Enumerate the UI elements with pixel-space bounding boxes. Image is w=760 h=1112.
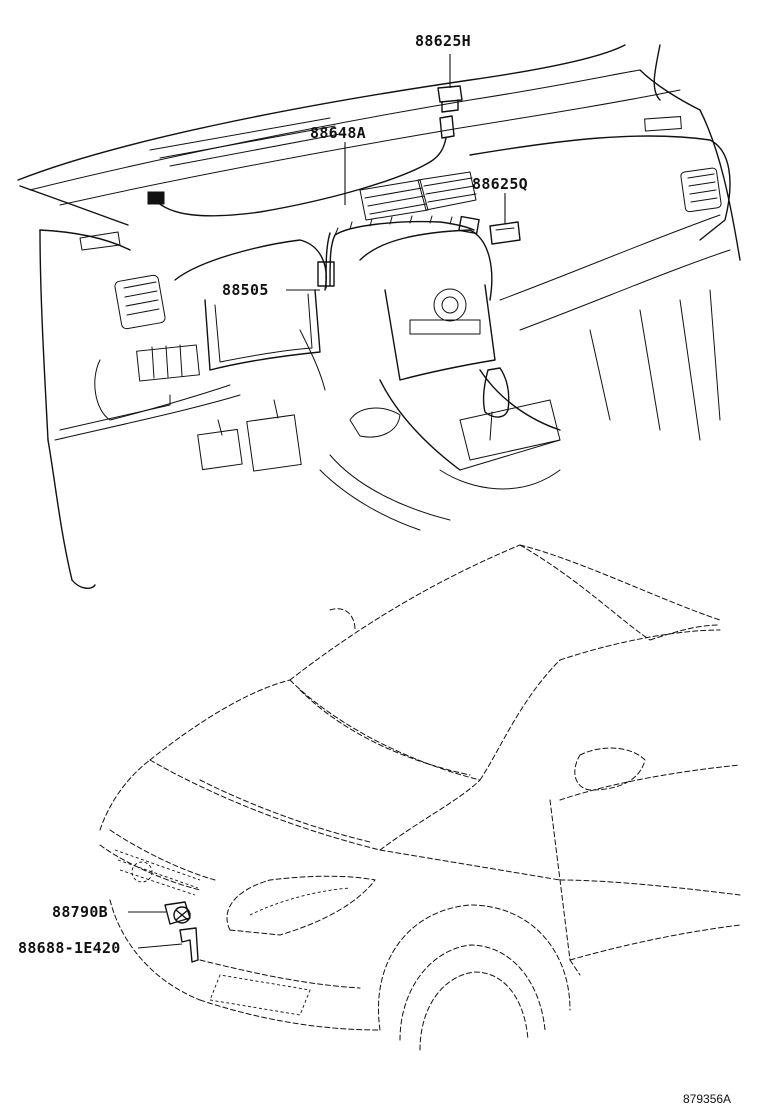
callout-88505: 88505 xyxy=(222,281,269,299)
callout-88625h: 88625H xyxy=(415,32,471,50)
callout-leaders xyxy=(128,54,506,949)
illustration-reference-code: 879356A xyxy=(683,1092,732,1106)
callout-88790b: 88790B xyxy=(52,903,108,921)
leader-88688-1e420 xyxy=(137,943,183,949)
vehicle-front-view xyxy=(99,544,741,1051)
dashboard-assembly xyxy=(17,44,741,589)
callout-88688-1e420: 88688-1E420 xyxy=(18,939,121,957)
callout-88625q: 88625Q xyxy=(472,175,528,193)
callout-88648a: 88648A xyxy=(310,124,366,142)
